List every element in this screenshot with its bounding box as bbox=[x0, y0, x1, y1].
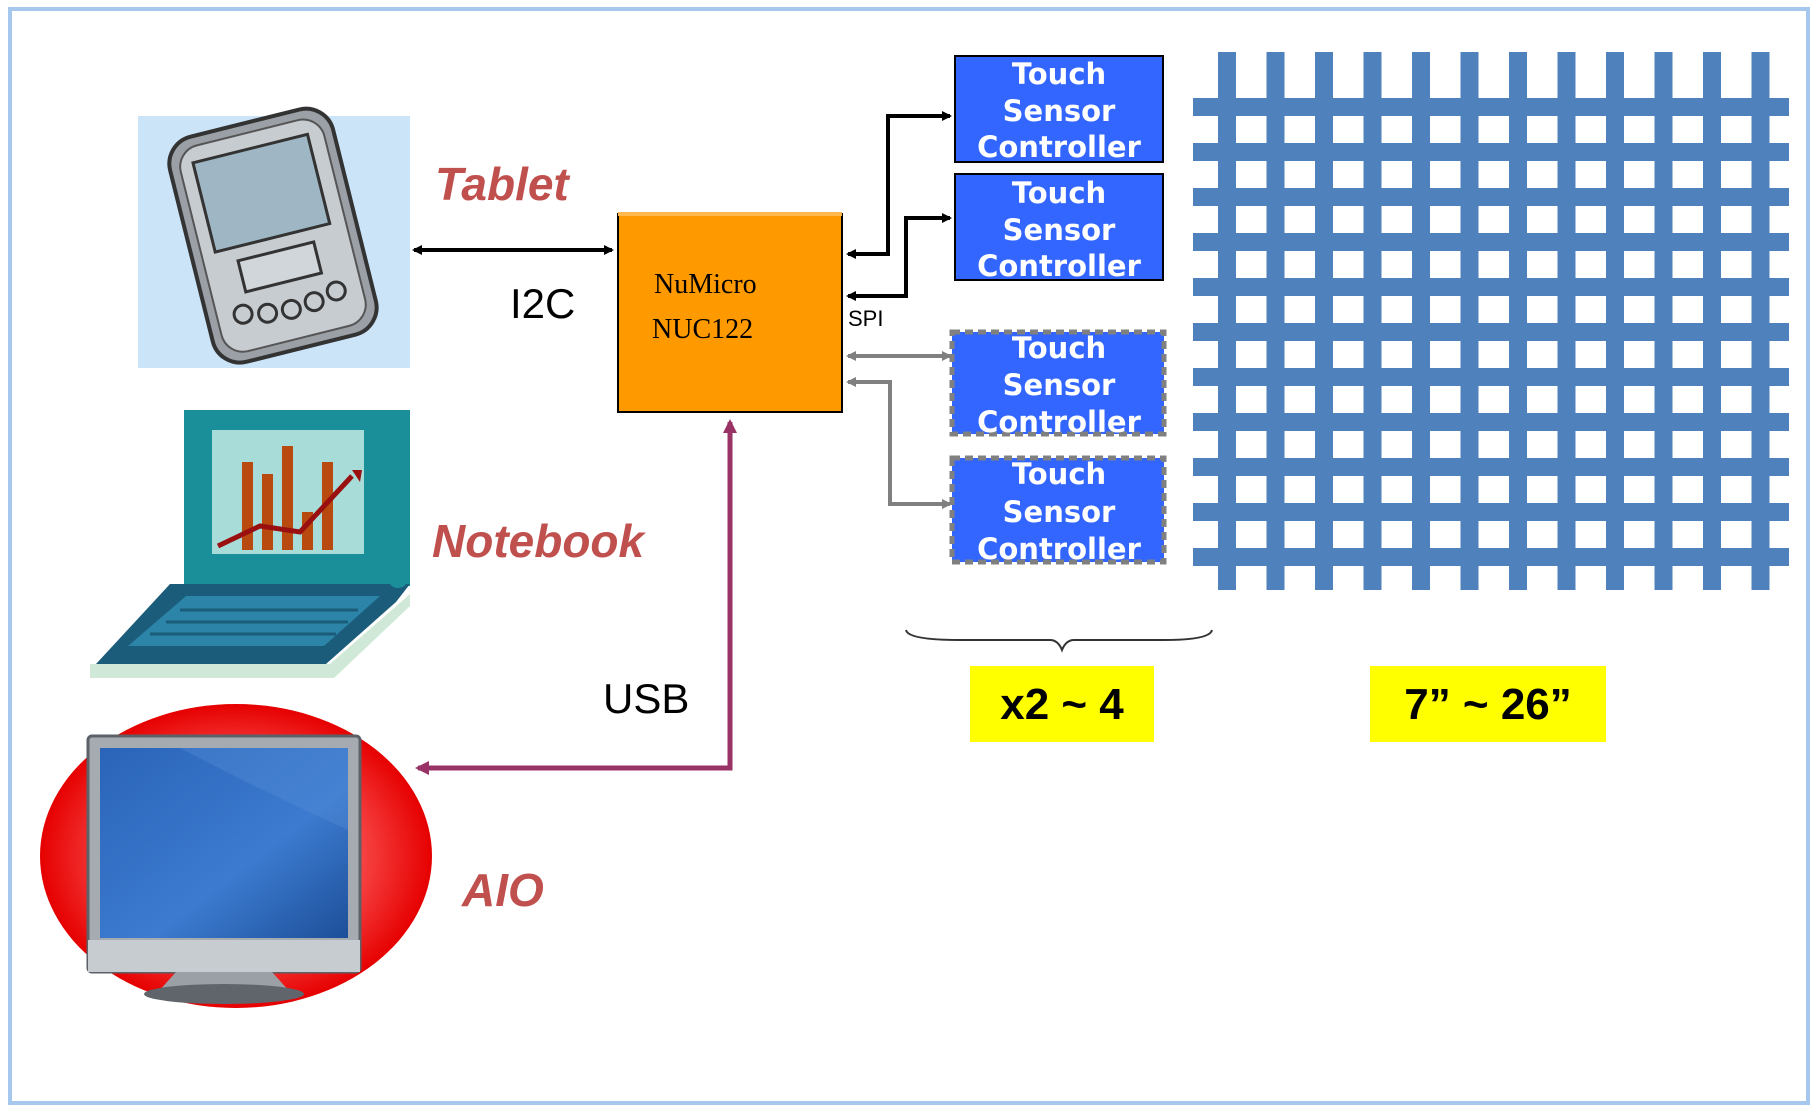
controller-2-line2: Sensor bbox=[1003, 213, 1116, 247]
controller-brace bbox=[905, 629, 1213, 653]
aio-label: AIO bbox=[461, 864, 544, 916]
grid-column-electrode bbox=[1363, 52, 1382, 590]
usb-label: USB bbox=[603, 675, 689, 722]
diagram-frame bbox=[8, 7, 1810, 1105]
count-note: x2 ~ 4 bbox=[1000, 680, 1124, 729]
grid-row-electrode bbox=[1193, 98, 1789, 116]
spi-link-4 bbox=[846, 377, 952, 509]
grid-column-electrode bbox=[1266, 52, 1285, 590]
count-note-box bbox=[970, 666, 1154, 742]
mcu-name: NuMicro bbox=[654, 269, 757, 300]
grid-column-electrode bbox=[1654, 52, 1673, 590]
grid-column-electrode bbox=[1218, 52, 1236, 590]
controller-2-line1: Touch bbox=[1012, 176, 1106, 210]
grid-row-electrode bbox=[1193, 548, 1789, 566]
grid-row-electrode bbox=[1193, 188, 1789, 206]
grid-row-electrode bbox=[1193, 233, 1789, 251]
grid-column-electrode bbox=[1412, 52, 1430, 590]
grid-row-electrode bbox=[1193, 143, 1789, 161]
size-note-box bbox=[1370, 666, 1606, 742]
grid-column-electrode bbox=[1751, 52, 1770, 590]
controller-4-line2: Sensor bbox=[1003, 495, 1116, 529]
touch-controller-3-optional: Touch Sensor Controller bbox=[949, 329, 1167, 439]
i2c-label: I2C bbox=[510, 280, 575, 327]
controller-1-line2: Sensor bbox=[1003, 94, 1116, 128]
controller-1-line1: Touch bbox=[1012, 57, 1106, 91]
grid-column-electrode bbox=[1460, 52, 1479, 590]
spi-link-2 bbox=[846, 213, 952, 301]
touch-sensor-grid bbox=[1193, 52, 1789, 590]
tablet-icon bbox=[138, 106, 410, 368]
controller-3-line2: Sensor bbox=[1003, 368, 1116, 402]
controller-4-line3: Controller bbox=[977, 532, 1141, 566]
size-note: 7” ~ 26” bbox=[1404, 680, 1572, 729]
usb-link bbox=[415, 419, 737, 775]
touch-controller-2: Touch Sensor Controller bbox=[954, 173, 1164, 283]
controller-1-line3: Controller bbox=[977, 130, 1141, 164]
grid-row-electrode bbox=[1193, 278, 1789, 296]
grid-column-electrode bbox=[1703, 52, 1721, 590]
grid-column-electrode bbox=[1509, 52, 1527, 590]
grid-row-electrode bbox=[1193, 413, 1789, 431]
notebook-icon bbox=[90, 410, 410, 678]
spi-link-1 bbox=[846, 111, 952, 259]
aio-icon bbox=[40, 704, 432, 1008]
mcu-model: NUC122 bbox=[652, 314, 753, 345]
touch-controller-4-optional: Touch Sensor Controller bbox=[949, 455, 1167, 566]
grid-column-electrode bbox=[1557, 52, 1576, 590]
touch-controller-1: Touch Sensor Controller bbox=[954, 55, 1164, 164]
controller-2-line3: Controller bbox=[977, 249, 1141, 283]
controller-3-line1: Touch bbox=[1012, 331, 1106, 365]
spi-links bbox=[846, 111, 952, 509]
grid-column-electrode bbox=[1315, 52, 1333, 590]
grid-row-electrode bbox=[1193, 323, 1789, 341]
mcu-block bbox=[617, 212, 843, 413]
spi-label: SPI bbox=[848, 306, 883, 331]
controller-3-line3: Controller bbox=[977, 405, 1141, 439]
tablet-label: Tablet bbox=[435, 158, 570, 210]
grid-row-electrode bbox=[1193, 503, 1789, 521]
controller-4-line1: Touch bbox=[1012, 457, 1106, 491]
grid-row-electrode bbox=[1193, 458, 1789, 476]
grid-row-electrode bbox=[1193, 368, 1789, 386]
grid-column-electrode bbox=[1606, 52, 1624, 590]
notebook-label: Notebook bbox=[432, 515, 647, 567]
